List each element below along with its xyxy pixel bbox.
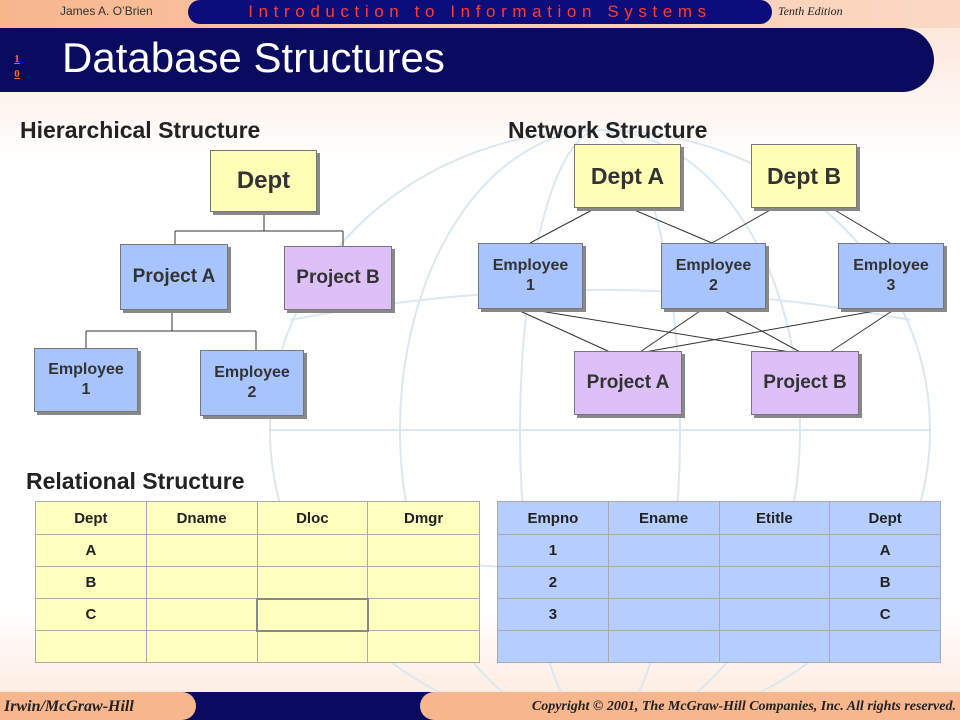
author-name: James A. O’Brien (60, 4, 153, 18)
table-cell (718, 566, 831, 599)
table-row: C (35, 597, 480, 632)
table-cell (367, 534, 480, 567)
table-cell (145, 534, 258, 567)
table-row (497, 630, 941, 663)
net-employee-2-box: Employee 2 (661, 243, 766, 309)
net-dept-a-box: Dept A (574, 144, 681, 208)
table-cell: 1 (497, 534, 609, 567)
column-header: Ename (607, 501, 720, 535)
table-cell (145, 598, 258, 631)
table-cell (497, 630, 609, 663)
table-cell: B (35, 566, 147, 599)
table-cell (718, 598, 831, 631)
table-cell (145, 566, 258, 599)
chapter-digit-2: 0 (14, 68, 20, 80)
hier-project-b-box: Project B (284, 246, 392, 310)
hier-employee-1-box: Employee 1 (34, 348, 138, 412)
network-heading: Network Structure (508, 117, 708, 143)
net-project-b-box: Project B (751, 351, 859, 415)
net-employee-3-box: Employee 3 (838, 243, 944, 309)
column-header: Dloc (256, 501, 369, 535)
table-cell (256, 597, 369, 632)
hier-dept-box: Dept (210, 150, 317, 212)
column-header: Dmgr (367, 501, 480, 535)
table-cell: 2 (497, 566, 609, 599)
table-row: 1 A (497, 534, 941, 567)
table-cell (607, 630, 720, 663)
table-cell (829, 630, 941, 663)
table-cell (607, 534, 720, 567)
net-project-a-box: Project A (574, 351, 682, 415)
table-cell (367, 598, 480, 631)
table-cell (367, 630, 480, 663)
table-header-row: Empno Ename Etitle Dept (497, 501, 941, 535)
table-cell (256, 566, 369, 599)
dept-table: Dept Dname Dloc Dmgr A B C (35, 501, 480, 663)
employee-table: Empno Ename Etitle Dept 1 A 2 B 3 C (497, 501, 941, 663)
column-header: Etitle (718, 501, 831, 535)
series-banner: Introduction to Information Systems (188, 0, 772, 24)
table-row: 2 B (497, 566, 941, 599)
table-row (35, 630, 480, 663)
table-cell: C (35, 598, 147, 631)
column-header: Dept (829, 501, 941, 535)
table-cell: 3 (497, 598, 609, 631)
table-cell (256, 630, 369, 663)
table-cell (607, 598, 720, 631)
table-header-row: Dept Dname Dloc Dmgr (35, 501, 480, 535)
edition-label: Tenth Edition (778, 4, 843, 18)
table-row: 3 C (497, 598, 941, 631)
table-row: A (35, 534, 480, 567)
table-cell: A (35, 534, 147, 567)
table-cell (145, 630, 258, 663)
table-cell: B (829, 566, 941, 599)
chapter-digit-1: 1 (14, 53, 20, 65)
chapter-number: 1 0 (10, 52, 24, 82)
table-cell: A (829, 534, 941, 567)
table-row: B (35, 566, 480, 599)
relational-heading: Relational Structure (26, 468, 245, 494)
column-header: Empno (497, 501, 609, 535)
table-cell (718, 534, 831, 567)
hier-employee-2-box: Employee 2 (200, 350, 304, 416)
table-cell (718, 630, 831, 663)
net-dept-b-box: Dept B (751, 144, 857, 208)
title-bar (0, 28, 934, 92)
hierarchical-heading: Hierarchical Structure (20, 117, 261, 143)
table-cell (256, 534, 369, 567)
net-employee-1-box: Employee 1 (478, 243, 583, 309)
table-cell (607, 566, 720, 599)
slide-title: Database Structures (62, 34, 445, 81)
column-header: Dept (35, 501, 147, 535)
publisher-label: Irwin/McGraw-Hill (0, 692, 196, 720)
table-cell (367, 566, 480, 599)
copyright-notice: Copyright © 2001, The McGraw-Hill Compan… (420, 692, 960, 720)
table-cell: C (829, 598, 941, 631)
table-cell (35, 630, 147, 663)
column-header: Dname (145, 501, 258, 535)
hier-project-a-box: Project A (120, 244, 228, 310)
